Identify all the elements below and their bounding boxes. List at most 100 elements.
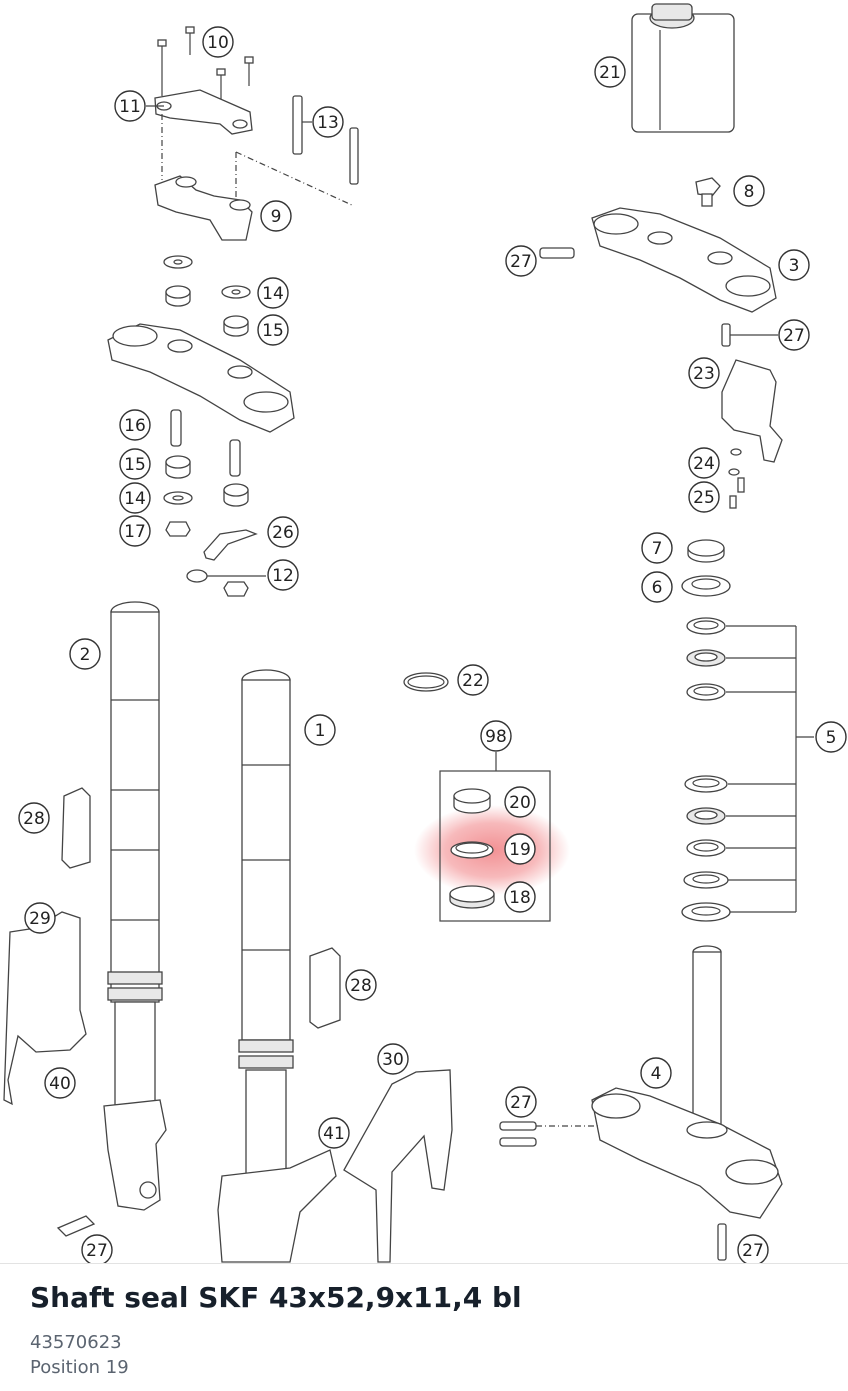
leader-lines bbox=[146, 105, 312, 123]
callout-12[interactable]: 12 bbox=[267, 559, 299, 591]
callout-label: 17 bbox=[124, 522, 146, 542]
callout-label: 28 bbox=[23, 809, 45, 829]
callout-label: 19 bbox=[509, 840, 531, 860]
callout-30[interactable]: 30 bbox=[377, 1043, 409, 1075]
callout-label: 10 bbox=[207, 33, 229, 53]
callout-6[interactable]: 6 bbox=[641, 571, 673, 603]
callout-3[interactable]: 3 bbox=[778, 249, 810, 281]
callout-27[interactable]: 27 bbox=[505, 245, 537, 277]
fork-leg-1 bbox=[217, 669, 337, 1263]
callout-14[interactable]: 14 bbox=[257, 277, 289, 309]
callout-label: 41 bbox=[323, 1124, 345, 1144]
callout-27[interactable]: 27 bbox=[81, 1234, 113, 1263]
callout-98[interactable]: 98 bbox=[480, 720, 512, 752]
callout-1[interactable]: 1 bbox=[304, 714, 336, 746]
callout-10[interactable]: 10 bbox=[202, 26, 234, 58]
handlebar-clamp-group bbox=[154, 26, 359, 241]
callout-label: 21 bbox=[599, 63, 621, 83]
hardware-left bbox=[163, 409, 266, 597]
callout-label: 14 bbox=[124, 489, 146, 509]
triple-clamp-3 bbox=[539, 177, 778, 347]
callout-16[interactable]: 16 bbox=[119, 409, 151, 441]
upper-triple-clamp bbox=[107, 323, 295, 433]
fork-guards bbox=[3, 787, 453, 1263]
callout-26[interactable]: 26 bbox=[267, 516, 299, 548]
bracket-23-hardware bbox=[721, 359, 783, 509]
callout-7[interactable]: 7 bbox=[641, 532, 673, 564]
exploded-parts-diagram: 1011139141516151417261221229820191828292… bbox=[3, 3, 847, 1263]
callout-25[interactable]: 25 bbox=[688, 481, 720, 513]
callout-label: 27 bbox=[742, 1241, 764, 1261]
callout-label: 26 bbox=[272, 523, 294, 543]
callout-15[interactable]: 15 bbox=[257, 314, 289, 346]
part-number: 43570623 bbox=[30, 1332, 122, 1353]
oil-can-21 bbox=[631, 3, 735, 133]
callout-label: 11 bbox=[119, 97, 141, 117]
callout-label: 27 bbox=[510, 252, 532, 272]
callout-label: 8 bbox=[744, 182, 755, 202]
callout-label: 18 bbox=[509, 888, 531, 908]
callout-label: 98 bbox=[485, 727, 507, 747]
callout-label: 28 bbox=[350, 976, 372, 996]
callout-label: 2 bbox=[80, 645, 91, 665]
callout-label: 22 bbox=[462, 671, 484, 691]
callout-11[interactable]: 11 bbox=[114, 90, 146, 122]
callout-23[interactable]: 23 bbox=[688, 357, 720, 389]
callout-28[interactable]: 28 bbox=[18, 802, 50, 834]
callout-label: 40 bbox=[49, 1074, 71, 1094]
callout-label: 5 bbox=[826, 728, 837, 748]
callout-8[interactable]: 8 bbox=[733, 175, 765, 207]
callout-label: 27 bbox=[86, 1241, 108, 1261]
fork-leg-2 bbox=[103, 601, 167, 1211]
callout-29[interactable]: 29 bbox=[24, 902, 56, 934]
callout-label: 4 bbox=[651, 1064, 662, 1084]
steering-bearing-stack bbox=[681, 539, 814, 922]
callout-40[interactable]: 40 bbox=[44, 1067, 76, 1099]
callout-18[interactable]: 18 bbox=[504, 881, 536, 913]
callout-5[interactable]: 5 bbox=[815, 721, 847, 753]
callout-label: 7 bbox=[652, 539, 663, 559]
callout-label: 13 bbox=[317, 113, 339, 133]
callout-15[interactable]: 15 bbox=[119, 448, 151, 480]
callout-4[interactable]: 4 bbox=[640, 1057, 672, 1089]
callout-24[interactable]: 24 bbox=[688, 447, 720, 479]
washers-upper bbox=[163, 255, 251, 337]
callout-label: 25 bbox=[693, 488, 715, 508]
callout-label: 15 bbox=[124, 455, 146, 475]
callout-label: 27 bbox=[783, 326, 805, 346]
callout-label: 27 bbox=[510, 1093, 532, 1113]
callout-22[interactable]: 22 bbox=[457, 664, 489, 696]
lower-triple-clamp-4 bbox=[499, 945, 783, 1261]
callout-27[interactable]: 27 bbox=[505, 1086, 537, 1118]
callout-label: 6 bbox=[652, 578, 663, 598]
callout-27[interactable]: 27 bbox=[737, 1234, 769, 1263]
callout-14[interactable]: 14 bbox=[119, 482, 151, 514]
callout-label: 3 bbox=[789, 256, 800, 276]
callout-9[interactable]: 9 bbox=[260, 200, 292, 232]
callout-label: 23 bbox=[693, 364, 715, 384]
part-title: Shaft seal SKF 43x52,9x11,4 bl bbox=[30, 1281, 522, 1314]
part-position: Position 19 bbox=[30, 1357, 129, 1378]
callout-label: 24 bbox=[693, 454, 715, 474]
callout-label: 30 bbox=[382, 1050, 404, 1070]
callout-13[interactable]: 13 bbox=[312, 106, 344, 138]
callout-41[interactable]: 41 bbox=[318, 1117, 350, 1149]
callout-label: 1 bbox=[315, 721, 326, 741]
callout-2[interactable]: 2 bbox=[69, 638, 101, 670]
callout-label: 16 bbox=[124, 416, 146, 436]
callout-17[interactable]: 17 bbox=[119, 515, 151, 547]
callout-28[interactable]: 28 bbox=[345, 969, 377, 1001]
callout-label: 15 bbox=[262, 321, 284, 341]
callout-27[interactable]: 27 bbox=[778, 319, 810, 351]
callout-label: 20 bbox=[509, 793, 531, 813]
callout-label: 29 bbox=[29, 909, 51, 929]
callout-label: 12 bbox=[272, 566, 294, 586]
callout-20[interactable]: 20 bbox=[504, 786, 536, 818]
callout-21[interactable]: 21 bbox=[594, 56, 626, 88]
part-info-panel: Shaft seal SKF 43x52,9x11,4 bl 43570623 … bbox=[0, 1263, 848, 1391]
callout-19[interactable]: 19 bbox=[504, 833, 536, 865]
bearing-kit-98 bbox=[403, 672, 551, 922]
callout-label: 9 bbox=[271, 207, 282, 227]
callout-label: 14 bbox=[262, 284, 284, 304]
